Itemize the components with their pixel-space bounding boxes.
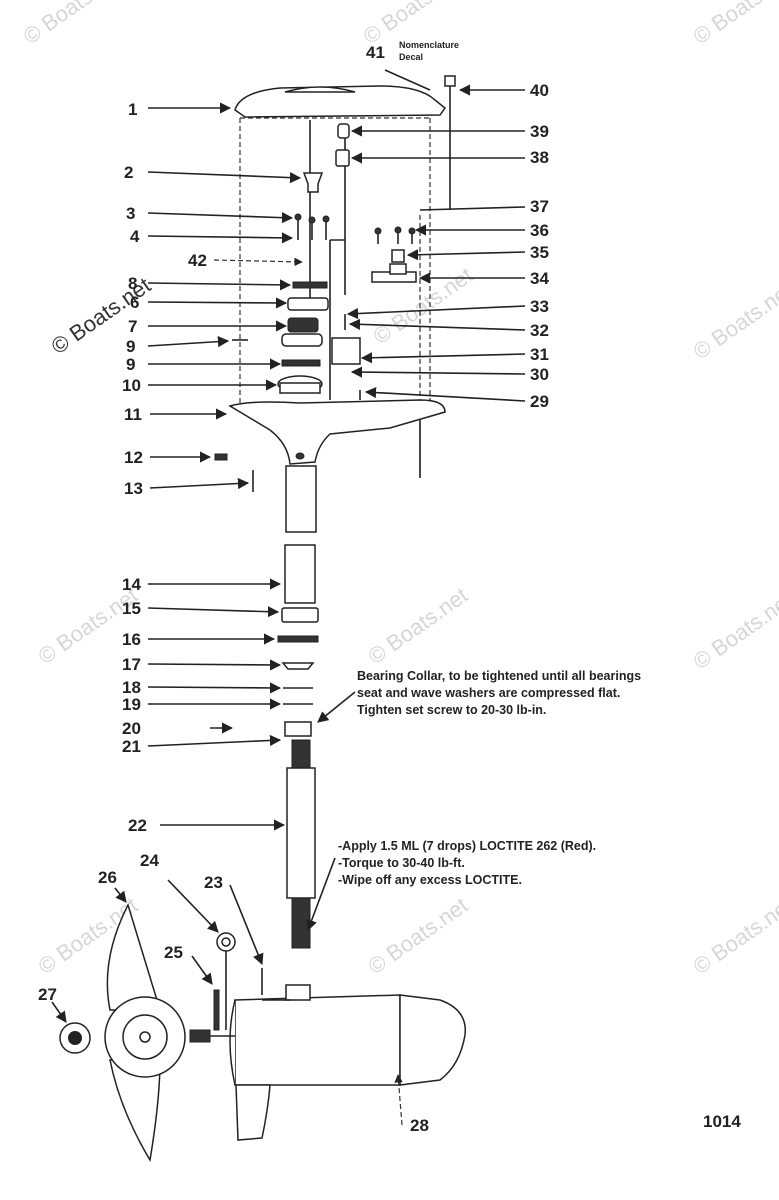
callout-label: 24: [140, 851, 159, 870]
callout-label: 38: [530, 148, 549, 167]
watermark: © Boats.net: [364, 892, 473, 979]
callouts-right: 41 40 39 38 37 36 35 34 33 32 31 30 29 2…: [366, 43, 549, 1135]
shaft-assembly: [277, 465, 319, 949]
callout-label: 9: [126, 337, 135, 356]
callout-label: 3: [126, 204, 135, 223]
note-line: seat and wave washers are compressed fla…: [357, 686, 620, 700]
callout-label: 18: [122, 678, 141, 697]
note-line: -Wipe off any excess LOCTITE.: [338, 873, 522, 887]
callout-label: 31: [530, 345, 549, 364]
watermark: © Boats.net: [689, 587, 779, 674]
loctite-note: -Apply 1.5 ML (7 drops) LOCTITE 262 (Red…: [338, 839, 596, 887]
watermark: © Boats.net: [364, 582, 473, 669]
callout-label: 39: [530, 122, 549, 141]
callout-label: 8: [128, 274, 137, 293]
head-assembly: [214, 75, 456, 492]
callout-label: 32: [530, 321, 549, 340]
lower-unit: [59, 903, 467, 1163]
callout-label: 9: [126, 355, 135, 374]
callout-label: 13: [124, 479, 143, 498]
callout-label: 10: [122, 376, 141, 395]
callout-label: 11: [124, 405, 142, 424]
callout-label: 2: [124, 163, 133, 182]
leader-lines: [51, 69, 526, 1126]
callout-label: 16: [122, 630, 141, 649]
callout-label: 14: [122, 575, 141, 594]
watermark: © Boats.net: [19, 0, 128, 49]
callouts-left: 1 2 3 4 42 8 6 7 9 9 10 11 12 13 14 15 1…: [38, 100, 223, 1004]
bearing-collar-note: Bearing Collar, to be tightened until al…: [357, 669, 641, 717]
watermark-dark: © Boats.net: [47, 272, 156, 359]
callout-label: 28: [410, 1116, 429, 1135]
callout-label: 4: [130, 227, 140, 246]
watermark: © Boats.net: [689, 892, 779, 979]
callout-label: 22: [128, 816, 147, 835]
callout-label: 1: [128, 100, 137, 119]
callout-label: 12: [124, 448, 143, 467]
callout-label: 15: [122, 599, 141, 618]
callout-label: 36: [530, 221, 549, 240]
callout-label: 37: [530, 197, 549, 216]
callout-label: 17: [122, 655, 141, 674]
callout-label: 26: [98, 868, 117, 887]
callout-label: 7: [128, 317, 137, 336]
note-line: -Torque to 30-40 lb-ft.: [338, 856, 465, 870]
figure-number: 1014: [703, 1112, 741, 1131]
note-line: Bearing Collar, to be tightened until al…: [357, 669, 641, 683]
callout-label: 20: [122, 719, 141, 738]
callout-label: 34: [530, 269, 549, 288]
callout-label: 40: [530, 81, 549, 100]
callout-label: 33: [530, 297, 549, 316]
callout-label: 23: [204, 873, 223, 892]
note-line: -Apply 1.5 ML (7 drops) LOCTITE 262 (Red…: [338, 839, 596, 853]
decal-label-line: Nomenclature: [399, 40, 459, 50]
watermark: © Boats.net: [689, 277, 779, 364]
callout-label: 30: [530, 365, 549, 384]
note-line: Tighten set screw to 20-30 lb-in.: [357, 703, 546, 717]
callout-label: 25: [164, 943, 183, 962]
watermark: © Boats.net: [689, 0, 779, 49]
callout-label: 29: [530, 392, 549, 411]
callout-label: 19: [122, 695, 141, 714]
callout-label: 27: [38, 985, 57, 1004]
callout-label: 41: [366, 43, 385, 62]
callout-label: 35: [530, 243, 549, 262]
callout-label: 6: [130, 293, 139, 312]
decal-label: Nomenclature Decal: [399, 40, 459, 62]
decal-label-line: Decal: [399, 52, 423, 62]
callout-label: 42: [188, 251, 207, 270]
callout-label: 21: [122, 737, 141, 756]
